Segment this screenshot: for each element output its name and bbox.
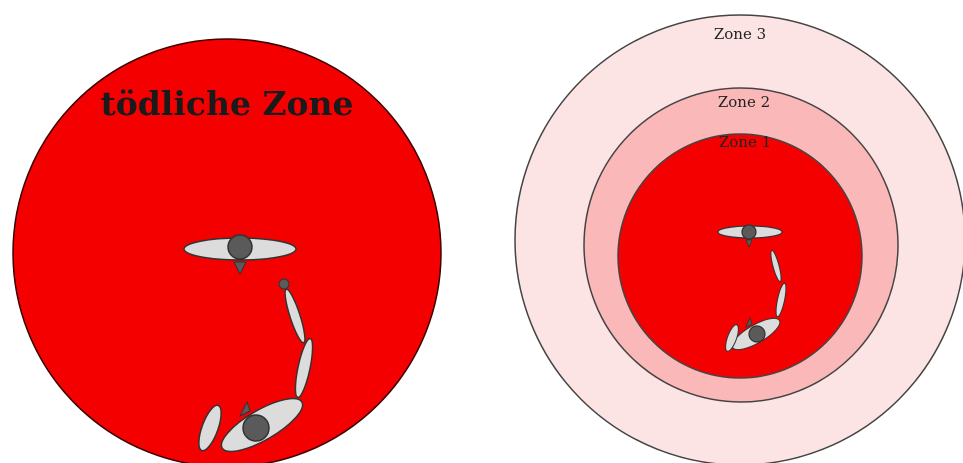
victim-head — [228, 235, 252, 259]
attacker-head — [243, 415, 269, 441]
right-diagram: Zone 3 Zone 2 Zone 1 — [515, 15, 963, 463]
attacker-hand — [279, 279, 289, 289]
left-diagram: tödliche Zone — [13, 39, 441, 463]
zone-1-label: Zone 1 — [719, 133, 771, 151]
victim-head-small — [742, 225, 756, 239]
zone-3-label: Zone 3 — [714, 25, 766, 43]
attacker-head-small — [749, 326, 765, 342]
zone-2-label: Zone 2 — [718, 93, 770, 111]
deadly-zone-label: tödliche Zone — [100, 84, 353, 123]
